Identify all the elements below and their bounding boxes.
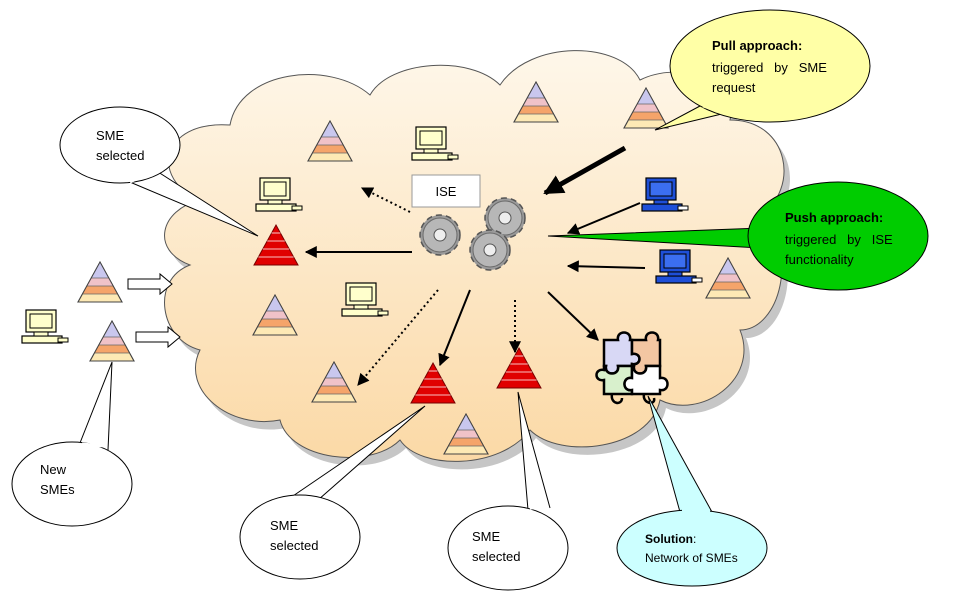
- solution-title: Solution:: [645, 532, 696, 546]
- callout-sme-selected-top-left: SME selected: [59, 106, 259, 237]
- pull-approach-text: triggered by SME: [712, 60, 827, 75]
- push-arrow-1: [566, 202, 641, 235]
- new-sme-arrow-1: [127, 272, 173, 296]
- push-approach-text: triggered by ISE: [785, 232, 893, 247]
- callout-text: New: [40, 462, 67, 477]
- callout-sme-selected-bottom-1: SME selected: [239, 405, 426, 580]
- arrow-to-puzzle: [547, 291, 599, 341]
- flow-arrows: [127, 145, 646, 386]
- pyramid-icon: [89, 320, 135, 362]
- callout-text: selected: [472, 549, 520, 564]
- ise-label-box: ISE: [411, 174, 481, 208]
- callout-text: SME: [270, 518, 299, 533]
- new-sme-arrow-2: [135, 325, 181, 349]
- push-approach-text: functionality: [785, 252, 854, 267]
- solution-text: Network of SMEs: [645, 551, 738, 565]
- puzzle-icon: [595, 331, 669, 405]
- callout-text: selected: [270, 538, 318, 553]
- pull-approach-text: request: [712, 80, 756, 95]
- callout-pull-approach: Pull approach: triggered by SME request: [654, 9, 871, 131]
- callout-text: selected: [96, 148, 144, 163]
- callout-sme-selected-bottom-2: SME selected: [447, 391, 569, 591]
- arrow-to-selected-bottom-1: [438, 289, 471, 367]
- callout-text: SMEs: [40, 482, 75, 497]
- pyramid-icon: [77, 261, 123, 303]
- push-arrow-2: [566, 260, 646, 273]
- dotted-arrow-lower-left: [357, 289, 439, 386]
- dotted-arrow-top-left: [360, 187, 411, 213]
- computer-icon: [21, 309, 69, 344]
- ise-label: ISE: [436, 184, 457, 199]
- pull-approach-title: Pull approach:: [712, 38, 802, 53]
- callout-text: SME: [472, 529, 501, 544]
- pull-arrow: [543, 145, 627, 196]
- callout-solution: Solution: Network of SMEs: [616, 395, 768, 587]
- push-approach-title: Push approach:: [785, 210, 883, 225]
- callout-text: SME: [96, 128, 125, 143]
- callout-push-approach: Push approach: triggered by ISE function…: [547, 181, 929, 291]
- callout-new-smes: New SMEs: [11, 361, 133, 527]
